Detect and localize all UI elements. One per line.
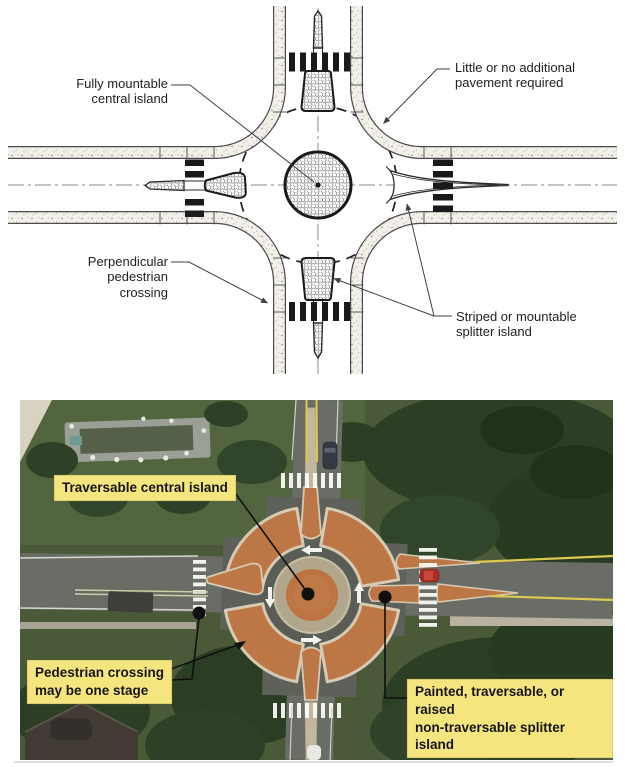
building-top-left xyxy=(64,416,211,463)
leader-pedestrian-arrowline xyxy=(170,643,241,670)
leader-dot-splitter xyxy=(378,590,392,604)
leader-splitter xyxy=(384,603,407,699)
arrow-east xyxy=(301,635,322,645)
crosswalk-west xyxy=(185,159,204,217)
photo-bottom-shadow xyxy=(14,761,613,763)
gore-island-east xyxy=(385,159,509,212)
truck-dark-west xyxy=(107,591,154,613)
label-little-or-no-additional-pavement: Little or no additional pavement require… xyxy=(455,60,575,91)
arrow-west xyxy=(301,545,322,555)
circulation-arrows xyxy=(265,545,364,645)
car-white-south xyxy=(307,745,321,760)
photo-leader-lines xyxy=(170,485,407,699)
leader-central-island xyxy=(229,485,308,593)
leader-arrowhead-pedestrian xyxy=(234,641,246,650)
leader-dot-pedestrian xyxy=(192,606,206,620)
splitter-east-inner xyxy=(368,584,420,604)
splitter-north xyxy=(300,486,322,540)
car-dark-north xyxy=(322,441,338,470)
pale-corner xyxy=(20,400,52,462)
sidewalk-left xyxy=(20,622,196,629)
crosswalk-north xyxy=(289,52,350,72)
photo-crosswalk-south xyxy=(273,703,341,718)
arrow-south xyxy=(265,587,275,608)
label-striped-or-mountable-splitter: Striped or mountable splitter island xyxy=(456,309,577,340)
label-pedestrian-crossing-one-stage: Pedestrian crossing may be one stage xyxy=(27,660,173,704)
leader-striped-splitter-2 xyxy=(333,277,435,317)
arrow-north xyxy=(354,582,364,603)
wedge-east-lower xyxy=(436,583,519,603)
leader-perpendicular-crossing xyxy=(171,261,268,304)
aerial-photo: Traversable central island Pedestrian cr… xyxy=(20,400,613,760)
splitter-island-north xyxy=(289,9,350,112)
house-bottom-left xyxy=(24,701,139,760)
diagram-leader-lines xyxy=(171,68,452,317)
leader-pedestrian-dotline xyxy=(170,617,200,681)
curb-joint-ticks xyxy=(159,57,452,313)
splitter-west xyxy=(205,562,264,596)
splitter-island-south xyxy=(289,257,350,360)
car-red-east xyxy=(419,568,440,583)
label-painted-traversable-splitter: Painted, traversable, or raised non-trav… xyxy=(407,679,613,759)
curb-bands xyxy=(8,6,617,374)
crosswalk-south xyxy=(289,302,350,321)
plan-diagram xyxy=(8,6,617,374)
label-fully-mountable-central-island: Fully mountable central island xyxy=(76,76,168,107)
photo-crosswalk-north xyxy=(281,473,341,488)
leader-dot-central xyxy=(301,587,315,601)
label-perpendicular-pedestrian-crossing: Perpendicular pedestrian crossing xyxy=(87,254,168,300)
sidewalk-right xyxy=(450,615,613,626)
label-traversable-central-island: Traversable central island xyxy=(54,475,236,501)
central-island xyxy=(283,150,353,220)
splitter-island-west xyxy=(143,159,247,217)
crosswalk-east xyxy=(433,159,453,212)
vehicles xyxy=(107,441,440,760)
leader-little-pavement xyxy=(383,68,450,124)
leader-fully-mountable xyxy=(171,84,315,183)
wedge-east-upper xyxy=(395,553,481,570)
splitter-south xyxy=(300,646,322,701)
